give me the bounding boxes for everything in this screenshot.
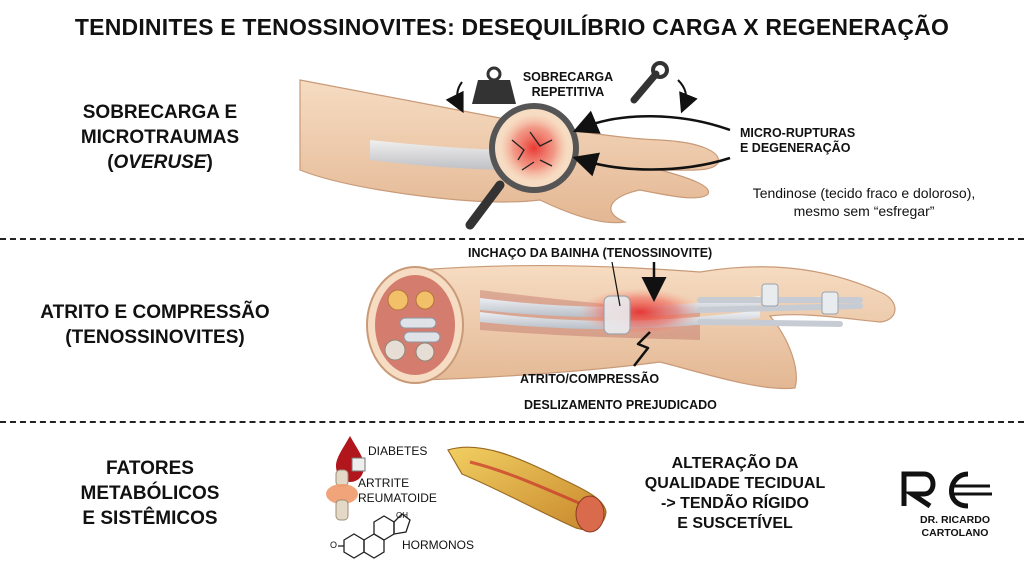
damage-label: MICRO-RUPTURAS E DEGENERAÇÃO: [740, 126, 856, 155]
section-divider: [0, 238, 1024, 240]
swelling-label: INCHAÇO DA BAINHA (TENOSSINOVITE): [468, 246, 713, 260]
down-arrow-left: [445, 81, 464, 114]
cross-section-disc: [366, 266, 464, 384]
diabetes-label: DIABETES: [368, 444, 428, 458]
wrench-icon: [630, 61, 669, 104]
weight-icon: [472, 66, 516, 104]
section-overuse-label: SOBRECARGA E MICROTRAUMAS (OVERUSE): [80, 102, 240, 173]
damage-arrow-bottom: [572, 152, 731, 177]
brand-name: DR. RICARDO CARTOLANO: [920, 514, 990, 539]
molecule-oh-label: OH: [396, 511, 408, 520]
swelling-pointer: [611, 261, 621, 307]
lightning-icon: [633, 331, 651, 367]
load-label: SOBRECARGA REPETITIVA: [522, 70, 614, 99]
joint-icon: [326, 469, 358, 521]
down-arrow-right: [677, 79, 698, 114]
rc-logo-icon: [901, 471, 992, 509]
damaged-tendon-illustration: [447, 446, 607, 533]
steroid-molecule-icon: [338, 513, 411, 559]
forearm-cross-section: [419, 264, 896, 390]
tissue-quality-result: ALTERAÇÃO DA QUALIDADE TECIDUAL -> TENDÃ…: [644, 455, 826, 532]
hormones-label: HORMONOS: [402, 538, 474, 552]
friction-label: ATRITO/COMPRESSÃO: [520, 372, 660, 386]
molecule-o-label: O: [330, 540, 338, 550]
section-friction-label: ATRITO E COMPRESSÃO (TENOSSINOVITES): [40, 302, 270, 348]
section-divider: [0, 421, 1024, 423]
page-title: TENDINITES E TENOSSINOVITES: DESEQUILÍBR…: [74, 14, 950, 40]
damage-arrow-top: [572, 110, 731, 134]
arthritis-label: ARTRITE REUMATOIDE: [358, 476, 437, 505]
gliding-label: DESLIZAMENTO PREJUDICADO: [524, 398, 717, 412]
section-systemic-label: FATORES METABÓLICOS E SISTÊMICOS: [80, 458, 220, 529]
tendinosis-note: Tendinose (tecido fraco e doloroso), mes…: [752, 185, 976, 219]
magnifier-icon: [465, 103, 579, 230]
